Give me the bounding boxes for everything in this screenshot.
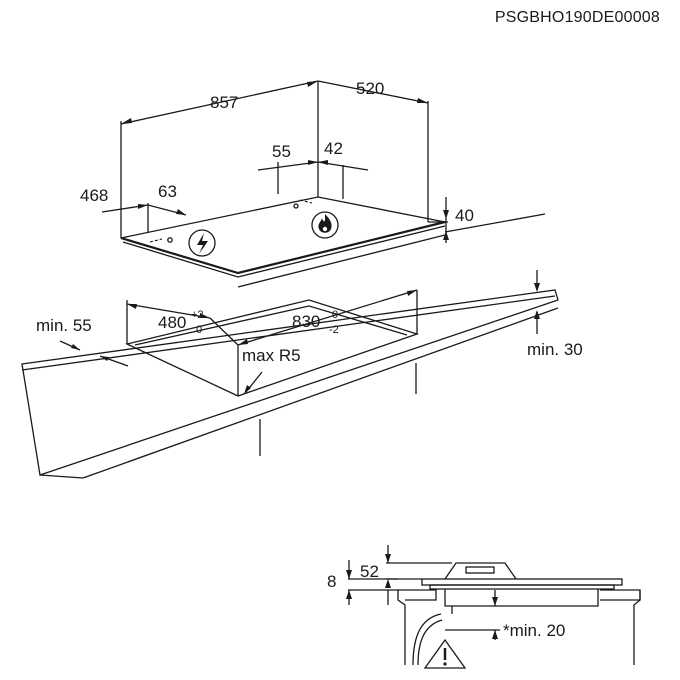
- hob-front-edge: [120, 220, 446, 275]
- max-radius-label: max R5: [242, 346, 301, 365]
- min-clearance-label: *min. 20: [503, 621, 565, 640]
- cutout-depth-tol-upper: +2: [191, 309, 204, 321]
- dim-468-label: 468: [80, 186, 108, 205]
- dim-52-label: 52: [360, 562, 379, 581]
- dim-55-label: 55: [272, 142, 291, 161]
- section-detail: 52 8 *min. 20: [327, 545, 641, 669]
- gas-flame-icon: [311, 211, 339, 239]
- document-code: PSGBHO190DE00008: [495, 9, 660, 26]
- cutout-width-tol-lower: -2: [329, 324, 339, 336]
- min-back-label: min. 30: [527, 340, 583, 359]
- cutout-width-label: 830: [292, 312, 320, 331]
- cutout-depth-label: 480: [158, 313, 186, 332]
- depth-dim-label: 520: [356, 79, 384, 98]
- electric-warning-icon: [188, 229, 216, 257]
- cutout-width-tol-upper: 0: [332, 309, 338, 321]
- warning-triangle-icon: [423, 638, 467, 669]
- worktop-drawing: min. 55 480 +2 0 830 0 -2 max R5 min. 30: [21, 213, 583, 479]
- min-front-label: min. 55: [36, 316, 92, 335]
- hob-drawing: 857 520 55 42 468 63 40: [80, 79, 474, 278]
- dim-42-label: 42: [324, 139, 343, 158]
- dim-63-label: 63: [158, 182, 177, 201]
- dim-8-label: 8: [327, 572, 336, 591]
- cutout-depth-tol-lower: 0: [196, 324, 202, 336]
- dim-40-label: 40: [455, 206, 474, 225]
- width-dim-label: 857: [210, 93, 238, 112]
